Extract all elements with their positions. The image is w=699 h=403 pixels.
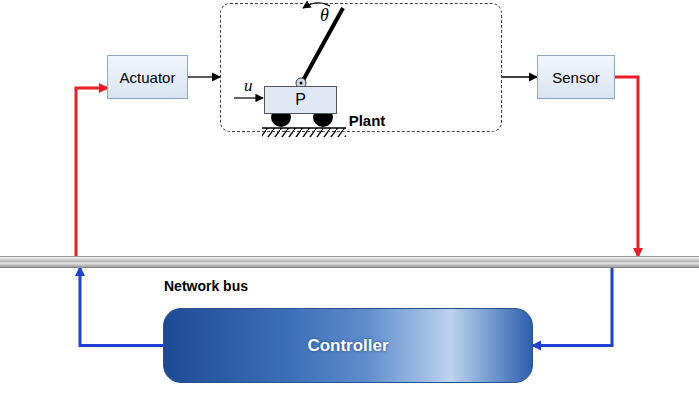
ground-line <box>262 127 346 129</box>
actuator-box: Actuator <box>107 55 188 99</box>
network-link <box>533 268 612 346</box>
node-label: Sensor <box>552 69 600 86</box>
node-label: Actuator <box>120 69 176 86</box>
pivot-dot <box>300 82 303 85</box>
network-bus: Network bus <box>0 256 699 268</box>
force-arrow <box>234 97 263 98</box>
signal-arrow <box>502 76 537 77</box>
sensor-box: Sensor <box>537 55 615 99</box>
cart-body: P <box>264 86 337 114</box>
node-label: P <box>295 91 306 109</box>
plant-region: Plant P <box>220 3 502 132</box>
network-link <box>615 77 638 256</box>
network-link <box>76 88 107 256</box>
signal-arrow <box>188 76 220 77</box>
angle-symbol: θ <box>320 5 329 26</box>
node-label: Controller <box>307 336 388 356</box>
ground-hatch <box>262 128 346 137</box>
node-label: Plant <box>349 112 386 129</box>
controller-box: Controller <box>163 308 533 383</box>
force-symbol: u <box>244 76 253 96</box>
network-link <box>80 268 163 346</box>
node-label: Network bus <box>164 278 248 294</box>
